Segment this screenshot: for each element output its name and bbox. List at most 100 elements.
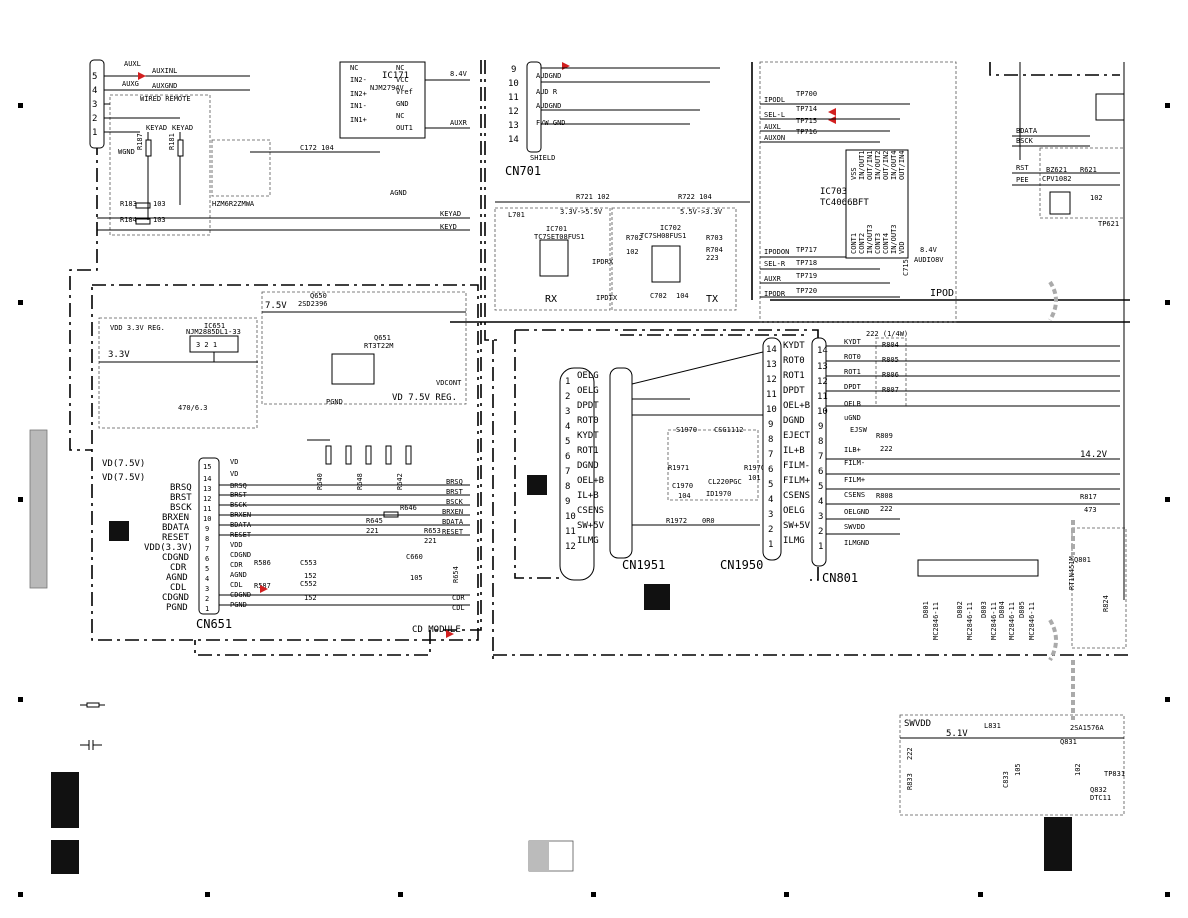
- net-keyad-bus: KEYAD: [440, 210, 461, 218]
- net-brsq-end: BRSQ: [446, 478, 463, 486]
- cn1950-pin-10-num: 10: [766, 405, 777, 415]
- net-bdata-end: BDATA: [442, 518, 464, 526]
- cn801-label: CN801: [822, 571, 858, 585]
- svg-text:OUT1: OUT1: [396, 124, 413, 132]
- r807-label: R807: [882, 386, 899, 394]
- net-auxr2: AUXR: [764, 275, 782, 283]
- shield-label: SHIELD: [530, 154, 555, 162]
- net-reset-end: RESET: [442, 528, 464, 536]
- r181-label: R181: [168, 133, 176, 150]
- cn651-pin-12-num: 12: [203, 495, 211, 503]
- aux-input-section: 5 4 3 2 1 AUXL AUXG AUXINL AUXGND WIRED …: [89, 59, 470, 231]
- cn651-pin-6-label: CDGND: [162, 553, 189, 563]
- r721-label: R721 102: [576, 193, 610, 201]
- cn701-pin-9-num: 9: [511, 65, 516, 75]
- cn801-pin-8-label: EJSW: [850, 426, 868, 434]
- cn1950-pin-4-label: CSENS: [783, 491, 810, 501]
- vdd-regulator: VDD 3.3V REG. IC651 NJM2885DL1-33 3 2 1 …: [99, 322, 258, 412]
- r808-value: 222: [880, 505, 893, 513]
- swvdd-voltage: 5.1V: [946, 729, 968, 739]
- cn651-pin-15-num: 15: [203, 463, 211, 471]
- ic703-pin-bot-3: IN/OUT3: [866, 224, 874, 254]
- cn701-pin-13-label: F/W GND: [536, 119, 566, 127]
- cn801-pin-3-label: OELGND: [844, 508, 869, 516]
- net-keyad-a: KEYAD: [146, 124, 167, 132]
- cl-part: CL220PGC: [708, 478, 742, 486]
- l701-label: L701: [508, 211, 525, 219]
- c833-value: 105: [1014, 763, 1022, 776]
- right-edge-ic: [1019, 62, 1125, 600]
- ic703-pin-top-2: IN/OUT1: [858, 150, 866, 180]
- ic171-supply: 8.4V: [450, 70, 468, 78]
- cn651-pin-9-num: 9: [205, 525, 209, 533]
- ic171-gnd: GND: [396, 100, 409, 108]
- sub-block-outlines: [98, 61, 1127, 816]
- cn1950-pin-2-label: SW+5V: [783, 521, 811, 531]
- cn651-net-7: VDD: [230, 541, 243, 549]
- ic703-pin-top-3: OUT/IN1: [866, 150, 874, 180]
- c715-label: C715: [902, 259, 910, 276]
- cn1950-label: CN1950: [720, 558, 763, 572]
- cn801-pin-5-label: FILM+: [844, 476, 865, 484]
- c552-label: C552: [300, 580, 317, 588]
- cn801-pin-12-num: 12: [817, 377, 828, 387]
- cn651-pin-9-label: BDATA: [162, 523, 190, 533]
- aux-conn-pin-3-num: 3: [92, 100, 97, 110]
- cn1950-pin-8-num: 8: [768, 435, 773, 445]
- net-vdcont: VDCONT: [436, 379, 462, 387]
- cn701-pin-10-label: AUDGND: [536, 72, 561, 80]
- cn1951-pin-8-label: OEL+B: [577, 476, 604, 486]
- c553-value: 152: [304, 572, 317, 580]
- cn651-pin-3-num: 3: [205, 585, 209, 593]
- net-cdl-end: CDL: [452, 604, 465, 612]
- cn651-pin-5-num: 5: [205, 565, 209, 573]
- svg-text:IN2+: IN2+: [350, 90, 367, 98]
- rx-label: RX: [545, 294, 557, 305]
- led-part-2: MC2846-11: [966, 602, 974, 640]
- d804-label: D804: [998, 601, 1006, 618]
- cn651-pin-14-num: 14: [203, 475, 211, 483]
- cn651-pin-11-label: BSCK: [170, 503, 192, 513]
- net-sel-r: SEL-R: [764, 260, 786, 268]
- cn1950-pin-14-num: 14: [766, 345, 777, 355]
- cd-module-label: CD MODULE: [412, 625, 461, 635]
- cn1951-pin-8-num: 8: [565, 482, 570, 492]
- block-boundaries: [69, 60, 1130, 660]
- ic703-pin-top-7: OUT/IN4: [898, 150, 906, 180]
- cd-module-resistors: R640 R648 R642 R645 221 R646 R653 221 R6…: [307, 439, 460, 583]
- r1970-value: 101: [748, 474, 761, 482]
- cn651-pin-4-label: AGND: [166, 573, 188, 583]
- cn801-pin-8-num: 8: [818, 437, 823, 447]
- cn701-pin-12-num: 12: [508, 107, 519, 117]
- cn801-pin-3-num: 3: [818, 512, 823, 522]
- cn1950-pin-8-label: EJECT: [783, 431, 811, 441]
- d801-label: D801: [922, 601, 930, 618]
- cn1950-pin-11-num: 11: [766, 390, 777, 400]
- cn1951-pin-9-label: IL+B: [577, 491, 599, 501]
- cn1951-pin-11-label: SW+5V: [577, 521, 605, 531]
- svg-text:IN1-: IN1-: [350, 102, 367, 110]
- net-brst-end: BRST: [446, 488, 464, 496]
- r804-label: R804: [882, 341, 899, 349]
- cn801-pin-7-label: ILB+: [844, 446, 861, 454]
- cn701-pin-10-num: 10: [508, 79, 519, 89]
- ic703-pin-bot-5: CONT4: [882, 233, 890, 254]
- d803-label: D803: [980, 601, 988, 618]
- r646-label: R646: [400, 504, 417, 512]
- cn1950-pin-5-num: 5: [768, 480, 773, 490]
- cn1950-connector: CN1950 14 13 12 11 10 9 8 7 6 5 4 3 2 1 …: [631, 337, 811, 572]
- cn801-pin-13-label: ROT0: [844, 353, 861, 361]
- r808-label: R808: [876, 492, 893, 500]
- led-part-3: MC2846-11: [990, 602, 998, 640]
- r806-label: R806: [882, 371, 899, 379]
- cn801-pin-12-label: ROT1: [844, 368, 861, 376]
- q650-part: 2SD2396: [298, 300, 328, 308]
- cn651-pin-15-label: VD(7.5V): [102, 459, 145, 469]
- rx-tx-shifters: R721 102 R722 104 L701 3.3V->5.5V 5.5V->…: [495, 193, 750, 305]
- r642-label: R642: [396, 473, 404, 490]
- tp831-label: TP831: [1104, 770, 1125, 778]
- ic703-pin-bot-4: CONT3: [874, 233, 882, 254]
- ic651-ref: IC651: [204, 322, 225, 330]
- cn1950-pin-1-num: 1: [768, 540, 773, 550]
- r1972-label: R1972: [666, 517, 687, 525]
